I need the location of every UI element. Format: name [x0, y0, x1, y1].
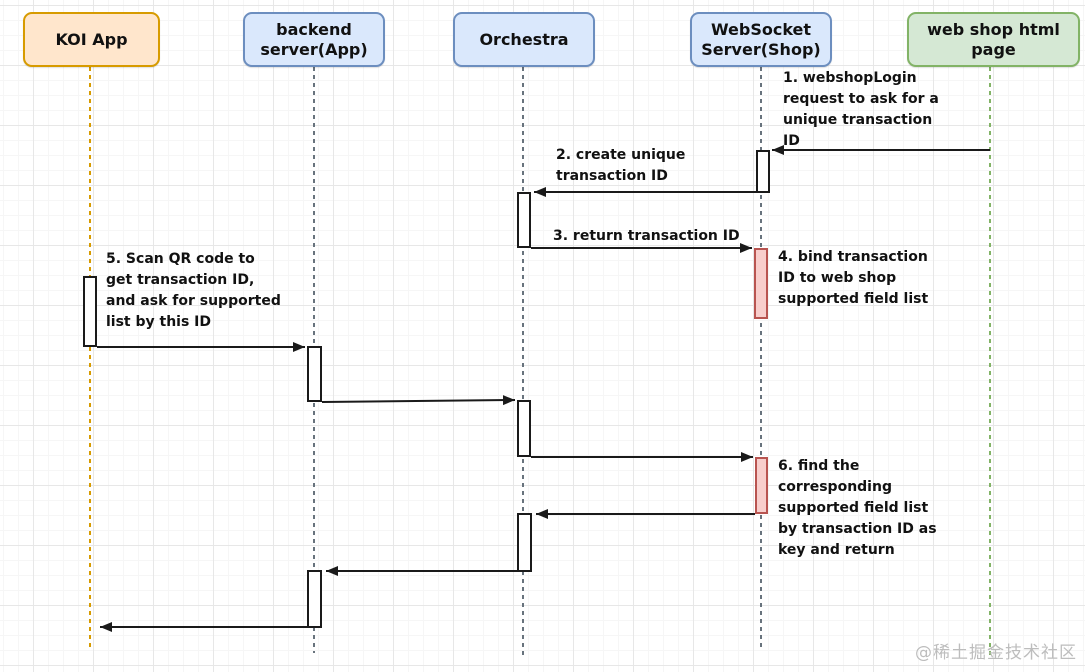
activation-orchestra-3: [517, 513, 532, 572]
activation-websocket-bind-highlight: [754, 248, 768, 319]
message-label-2: 2. create unique transaction ID: [556, 147, 686, 184]
message-label-1: 1. webshopLogin request to ask for a uni…: [783, 70, 939, 149]
actor-orchestra-label: Orchestra: [479, 29, 569, 49]
activation-orchestra-2: [517, 400, 531, 457]
actor-web-shop-page: web shop html page: [907, 12, 1080, 67]
message-label-3: 3. return transaction ID: [553, 228, 740, 244]
message-label-4: 4. bind transaction ID to web shop suppo…: [778, 249, 929, 307]
activation-backend-2: [307, 570, 322, 628]
actor-websocket-server: WebSocket Server(Shop): [690, 12, 832, 67]
arrow-5-backend-to-orchestra: [321, 395, 516, 406]
activation-koi-app: [83, 276, 97, 347]
actor-backend-server: backend server(App): [243, 12, 385, 67]
message-label-5: 5. Scan QR code to get transaction ID, a…: [106, 251, 281, 330]
actor-websocket-server-label: WebSocket Server(Shop): [701, 19, 821, 59]
actor-koi-app: KOI App: [23, 12, 160, 67]
actor-koi-app-label: KOI App: [55, 29, 128, 49]
actor-backend-server-label: backend server(App): [260, 19, 368, 59]
activation-websocket-1: [756, 150, 770, 193]
actor-orchestra: Orchestra: [453, 12, 595, 67]
activation-orchestra-1: [517, 192, 531, 248]
activation-websocket-find-highlight: [755, 457, 768, 514]
juejin-watermark: @稀土掘金技术社区: [915, 643, 1077, 663]
actor-web-shop-page-label: web shop html page: [927, 19, 1060, 59]
activation-backend-1: [307, 346, 322, 402]
message-label-6: 6. find the corresponding supported fiel…: [778, 458, 937, 558]
